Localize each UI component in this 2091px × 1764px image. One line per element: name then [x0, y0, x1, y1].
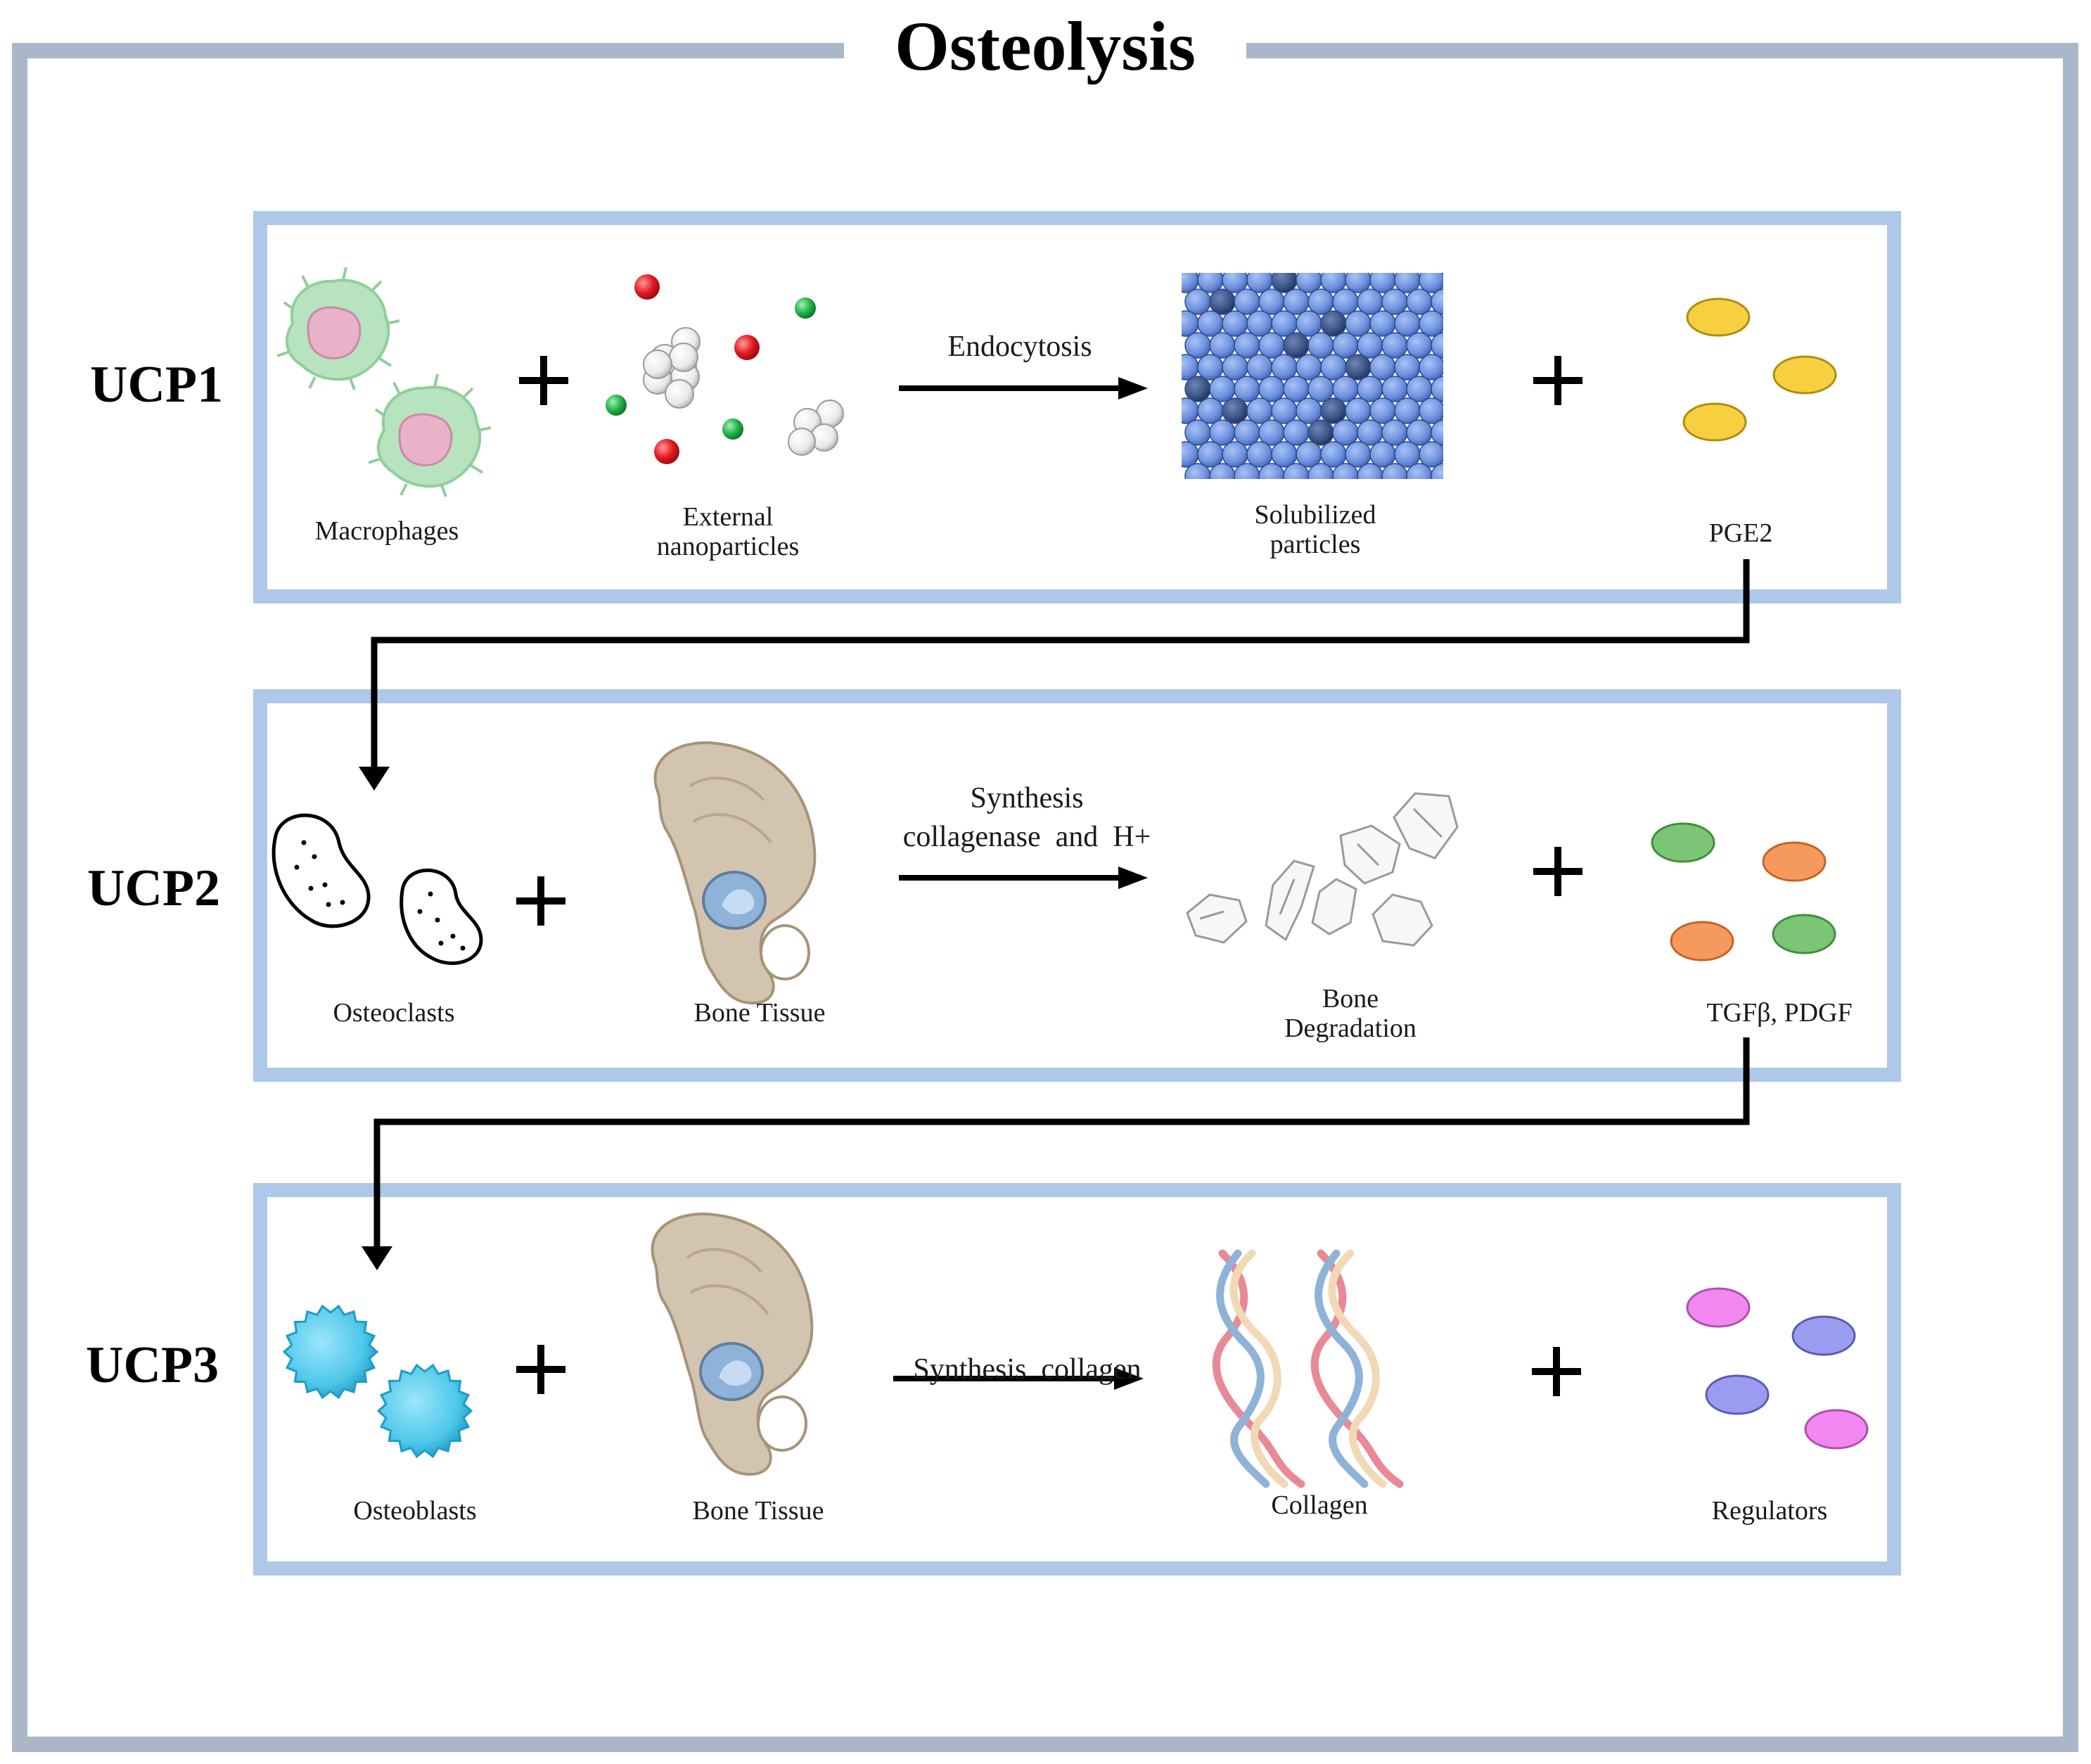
connector-ucp1-ucp2 — [359, 559, 1750, 791]
plus-signs — [516, 356, 1582, 1396]
connector-ucp2-ucp3 — [362, 1037, 1750, 1270]
osteoclasts-label: Osteoclasts — [333, 998, 455, 1028]
collagen-label: Collagen — [1271, 1490, 1368, 1520]
osteoblast-icon — [282, 1304, 473, 1459]
pge2-icon — [1682, 298, 1837, 442]
osteoclast-icon — [271, 813, 483, 965]
bone-degradation-label: Bone Degradation — [1284, 984, 1417, 1043]
panel-frame-ucp2 — [253, 689, 1901, 1082]
panel-frame-ucp1 — [253, 211, 1901, 603]
process-arrow-ucp3 — [893, 1367, 1144, 1390]
bone-tissue-icon — [653, 741, 817, 1005]
tgfb-pdgf-label: TGFβ, PDGF — [1706, 998, 1853, 1028]
process-arrow-ucp1 — [899, 377, 1148, 400]
nanoparticles-icon — [606, 274, 844, 464]
bone-tissue-label-ucp3: Bone Tissue — [692, 1496, 824, 1526]
page-title: Osteolysis — [844, 11, 1246, 89]
collagen-icon — [1212, 1249, 1404, 1488]
ucp2-label: UCP2 — [87, 859, 221, 917]
process-arrow-ucp2 — [899, 867, 1148, 889]
synthesis-collagen-label: Synthesis collagen — [913, 1353, 1142, 1386]
osteoblasts-label: Osteoblasts — [353, 1496, 477, 1526]
solubilized-particles-icon — [1182, 273, 1443, 479]
endocytosis-label: Endocytosis — [947, 331, 1092, 363]
ucp1-label: UCP1 — [90, 356, 224, 414]
ucp3-label: UCP3 — [86, 1336, 219, 1394]
bone-tissue-icon — [651, 1213, 814, 1476]
solubilized-particles-label: Solubilized particles — [1254, 500, 1376, 559]
external-nanoparticles-label: External nanoparticles — [656, 502, 800, 561]
regulator-icon — [1686, 1287, 1869, 1450]
pge2-label: PGE2 — [1708, 518, 1773, 548]
panel-frame-ucp3 — [253, 1183, 1901, 1576]
synthesis-collagenase-label: Synthesis collagenase and H+ — [902, 782, 1151, 853]
macrophage-icon — [276, 267, 492, 497]
regulators-label: Regulators — [1711, 1496, 1828, 1526]
outer-frame — [12, 43, 2078, 1752]
growth-factor-icon — [1651, 822, 1836, 961]
macrophages-label: Macrophages — [314, 516, 459, 546]
bone-fragments-icon — [1186, 792, 1459, 947]
bone-tissue-label-ucp2: Bone Tissue — [693, 998, 826, 1028]
